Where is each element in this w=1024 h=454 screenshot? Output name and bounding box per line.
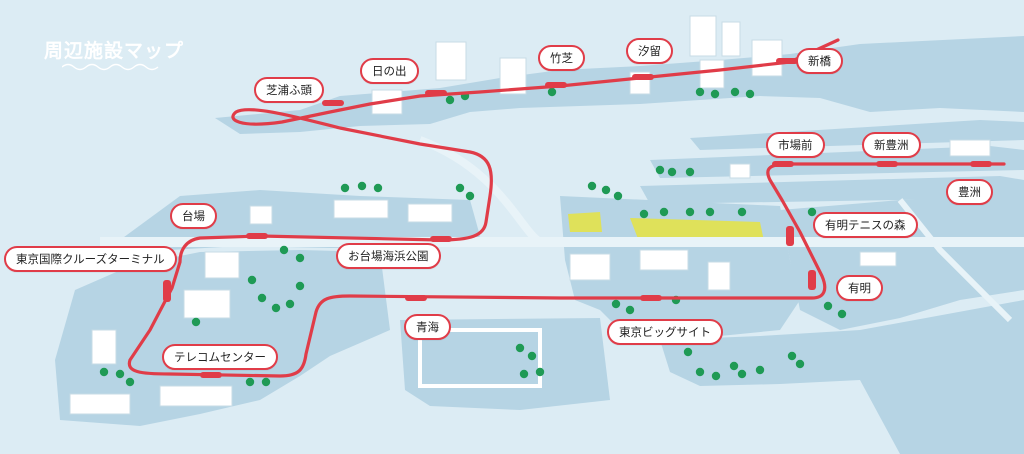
station-label-shiodome[interactable]: 汐留 [626,38,673,64]
tree-icon [285,299,295,309]
tree-icon [625,305,635,315]
tree-icon [279,245,289,255]
rainbow-bridge-road [418,136,543,246]
station-label-hinode[interactable]: 日の出 [360,58,419,84]
tree-icon [795,359,805,369]
map-title: 周辺施設マップ [44,40,185,62]
tree-icon [737,207,747,217]
tree-icon [99,367,109,377]
tree-icon [257,293,267,303]
tree-icon [295,253,305,263]
station-label-ariake[interactable]: 有明 [836,275,883,301]
tree-icon [357,181,367,191]
tree-icon [587,181,597,191]
tree-icon [729,361,739,371]
station-label-odaiba-kaihinkoen[interactable]: お台場海浜公園 [336,243,441,269]
buildings [69,15,991,415]
station-label-telecom-center[interactable]: テレコムセンター [162,344,278,370]
tree-icon [527,351,537,361]
tree-icon [535,367,545,377]
tree-icon [667,167,677,177]
tree-icon [247,275,257,285]
tree-icon [445,95,455,105]
station-label-tokyo-big-sight[interactable]: 東京ビッグサイト [607,319,723,345]
tree-icon [823,301,833,311]
station-label-takeshiba[interactable]: 竹芝 [538,45,585,71]
tree-icon [787,351,797,361]
tree-icon [711,371,721,381]
station-label-toyosu[interactable]: 豊洲 [946,179,993,205]
station-label-daiba[interactable]: 台場 [170,203,217,229]
tree-icon [807,207,817,217]
tree-icon [261,377,271,387]
station-label-tokyo-kokusai-cruise-terminal[interactable]: 東京国際クルーズターミナル [4,246,177,272]
station-label-aomi[interactable]: 青海 [404,314,451,340]
station-label-shijo-mae[interactable]: 市場前 [766,132,825,158]
tree-icon [465,191,475,201]
yurikamome-line [127,38,1006,378]
tree-icon [271,303,281,313]
tree-icon [710,89,720,99]
station-markers [163,58,992,378]
tree-icon [373,183,383,193]
land-aomi [55,250,390,426]
trees [99,87,847,387]
tree-icon [685,207,695,217]
tree-icon [705,207,715,217]
station-label-ariake-tennis-no-mori[interactable]: 有明テニスの森 [813,212,918,238]
field-daiba [568,212,602,232]
tree-icon [613,191,623,201]
tree-icon [737,369,747,379]
tree-icon [695,87,705,97]
tree-icon [611,299,621,309]
tree-icon [340,183,350,193]
tree-icon [125,377,135,387]
station-label-shimbashi[interactable]: 新橋 [796,48,843,74]
tree-icon [601,185,611,195]
station-label-shin-toyosu[interactable]: 新豊洲 [862,132,921,158]
land-southeast [660,300,1024,454]
tree-icon [547,87,557,97]
tree-icon [655,165,665,175]
tree-icon [191,317,201,327]
tree-icon [745,89,755,99]
tree-icon [695,367,705,377]
title-wave-decoration [62,63,159,71]
tree-icon [639,209,649,219]
tree-icon [685,167,695,177]
tree-icon [730,87,740,97]
tree-icon [115,369,125,379]
tree-icon [455,183,465,193]
land-harumi-3 [640,176,1024,204]
tree-icon [295,281,305,291]
tree-icon [519,369,529,379]
tree-icon [659,207,669,217]
station-label-shibaura-futo[interactable]: 芝浦ふ頭 [254,77,324,103]
tree-icon [515,343,525,353]
tree-icon [683,347,693,357]
tree-icon [755,365,765,375]
tree-icon [245,377,255,387]
tree-icon [837,309,847,319]
